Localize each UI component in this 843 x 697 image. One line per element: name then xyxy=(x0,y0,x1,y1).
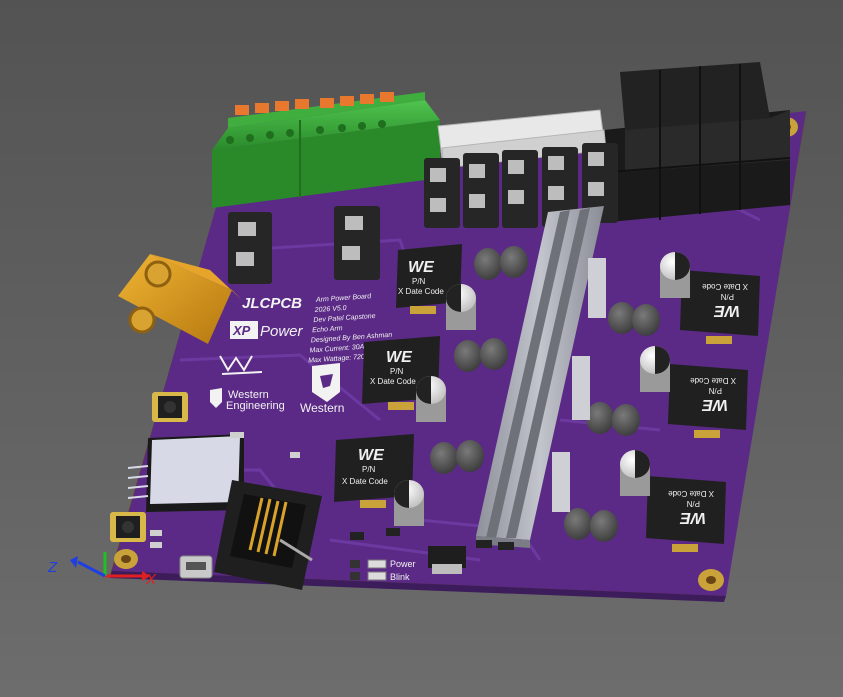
svg-text:P/N: P/N xyxy=(390,367,404,376)
x-axis-label: X xyxy=(145,571,157,588)
fuse-holders[interactable] xyxy=(424,143,618,228)
svg-text:X Date Code: X Date Code xyxy=(668,489,714,498)
rj45-connector[interactable] xyxy=(214,480,322,590)
xt-power-connector[interactable] xyxy=(118,254,242,344)
we-module-5[interactable]: WE P/N X Date Code xyxy=(668,364,748,438)
svg-text:WE: WE xyxy=(358,447,385,464)
svg-text:X Date Code: X Date Code xyxy=(398,287,444,296)
relay-blocks[interactable] xyxy=(604,62,791,222)
svg-text:WE: WE xyxy=(386,349,413,366)
svg-text:X Date Code: X Date Code xyxy=(702,282,748,291)
svg-text:Engineering: Engineering xyxy=(226,400,285,412)
we-module-6[interactable]: WE P/N X Date Code xyxy=(646,476,726,552)
usb-port[interactable] xyxy=(179,555,213,579)
silkscreen-logos: JLCPCB XP Power Western Engineering West… xyxy=(210,295,344,415)
power-logo-text: Power xyxy=(260,323,304,340)
svg-text:P/N: P/N xyxy=(708,386,722,395)
board-author: Dev Patel Capstone xyxy=(313,313,376,324)
boot-button[interactable] xyxy=(110,512,146,542)
svg-text:X Date Code: X Date Code xyxy=(690,376,736,385)
svg-text:Western: Western xyxy=(300,401,344,415)
capacitors xyxy=(394,252,690,526)
xp-power-logo-box xyxy=(230,321,258,339)
esp-module[interactable] xyxy=(127,434,244,512)
screw-terminal-block[interactable] xyxy=(212,92,440,208)
reset-button[interactable] xyxy=(152,392,188,422)
z-axis-label: Z xyxy=(47,559,58,576)
fuse-holders-left[interactable] xyxy=(228,206,380,284)
svg-text:X Date Code: X Date Code xyxy=(342,477,388,486)
we-module-1[interactable]: WE P/N X Date Code xyxy=(396,244,462,314)
smd-components xyxy=(150,432,514,574)
svg-text:WE: WE xyxy=(713,302,740,319)
western-logo: Western xyxy=(300,363,344,415)
svg-text:WE: WE xyxy=(679,509,706,526)
western-engineering-logo: Western Engineering xyxy=(210,388,285,412)
board-version: 2026 V5.0 xyxy=(313,305,346,314)
we-module-3[interactable]: WE P/N X Date Code xyxy=(334,434,414,508)
board-max-wattage: Max Wattage: 720W xyxy=(308,353,373,364)
axis-gizmo: X Z xyxy=(47,552,157,588)
power-led-label: Power xyxy=(390,559,416,569)
svg-text:X Date Code: X Date Code xyxy=(370,377,416,386)
blink-led-label: Blink xyxy=(390,572,410,582)
svg-text:P/N: P/N xyxy=(686,499,700,508)
we-module-4[interactable]: WE P/N X Date Code xyxy=(680,270,760,344)
svg-text:WE: WE xyxy=(408,259,435,276)
svg-text:Western: Western xyxy=(228,389,269,401)
board-title: Arm Power Board xyxy=(315,293,373,304)
board-project: Echo Arm xyxy=(312,325,343,334)
status-leds: Power Blink xyxy=(350,559,416,582)
board-max-current: Max Current: 30A xyxy=(309,344,365,355)
xp-logo-text: XP xyxy=(232,323,251,338)
we-mars-logo xyxy=(219,355,263,375)
inductors xyxy=(430,246,660,542)
svg-text:P/N: P/N xyxy=(412,277,426,286)
heatsink xyxy=(476,206,606,548)
svg-text:P/N: P/N xyxy=(362,465,376,474)
svg-text:P/N: P/N xyxy=(720,292,734,301)
svg-text:WE: WE xyxy=(701,396,728,413)
jlcpcb-logo: JLCPCB xyxy=(242,295,302,312)
